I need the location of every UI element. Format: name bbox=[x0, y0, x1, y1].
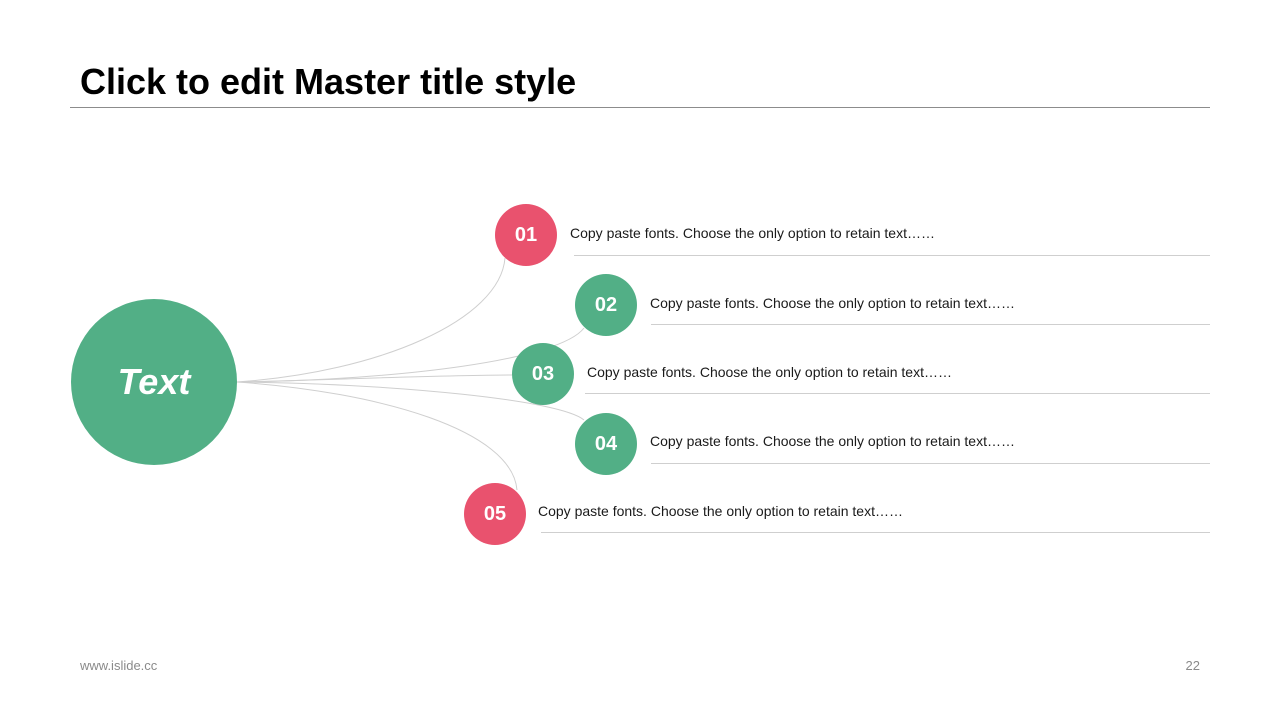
node-03-number: 03 bbox=[531, 362, 555, 385]
center-label: Text bbox=[117, 361, 191, 402]
node-05[interactable]: 05 bbox=[464, 483, 526, 545]
item-04-divider bbox=[651, 463, 1210, 464]
node-01[interactable]: 01 bbox=[495, 204, 557, 266]
node-04-number: 04 bbox=[594, 432, 618, 455]
node-04[interactable]: 04 bbox=[575, 413, 637, 475]
node-05-number: 05 bbox=[483, 502, 507, 525]
footer-url: www.islide.cc bbox=[80, 658, 158, 673]
connector-01 bbox=[236, 257, 506, 383]
node-02-number: 02 bbox=[594, 293, 618, 316]
connector-05 bbox=[236, 381, 518, 491]
item-03-text[interactable]: Copy paste fonts. Choose the only option… bbox=[587, 364, 952, 380]
item-05-divider bbox=[541, 532, 1210, 533]
item-04-text[interactable]: Copy paste fonts. Choose the only option… bbox=[650, 433, 1015, 449]
item-01-divider bbox=[574, 255, 1210, 256]
center-node[interactable]: Text bbox=[71, 299, 237, 465]
title-divider bbox=[70, 107, 1210, 108]
slide-title[interactable]: Click to edit Master title style bbox=[80, 61, 577, 102]
page-number: 22 bbox=[1185, 658, 1200, 673]
item-05-text[interactable]: Copy paste fonts. Choose the only option… bbox=[538, 503, 903, 519]
item-03-divider bbox=[585, 393, 1210, 394]
item-02-divider bbox=[651, 324, 1210, 325]
item-01-text[interactable]: Copy paste fonts. Choose the only option… bbox=[570, 225, 935, 241]
node-03[interactable]: 03 bbox=[512, 343, 574, 405]
connector-03 bbox=[236, 374, 513, 383]
item-02-text[interactable]: Copy paste fonts. Choose the only option… bbox=[650, 295, 1015, 311]
node-02[interactable]: 02 bbox=[575, 274, 637, 336]
node-01-number: 01 bbox=[514, 223, 538, 246]
